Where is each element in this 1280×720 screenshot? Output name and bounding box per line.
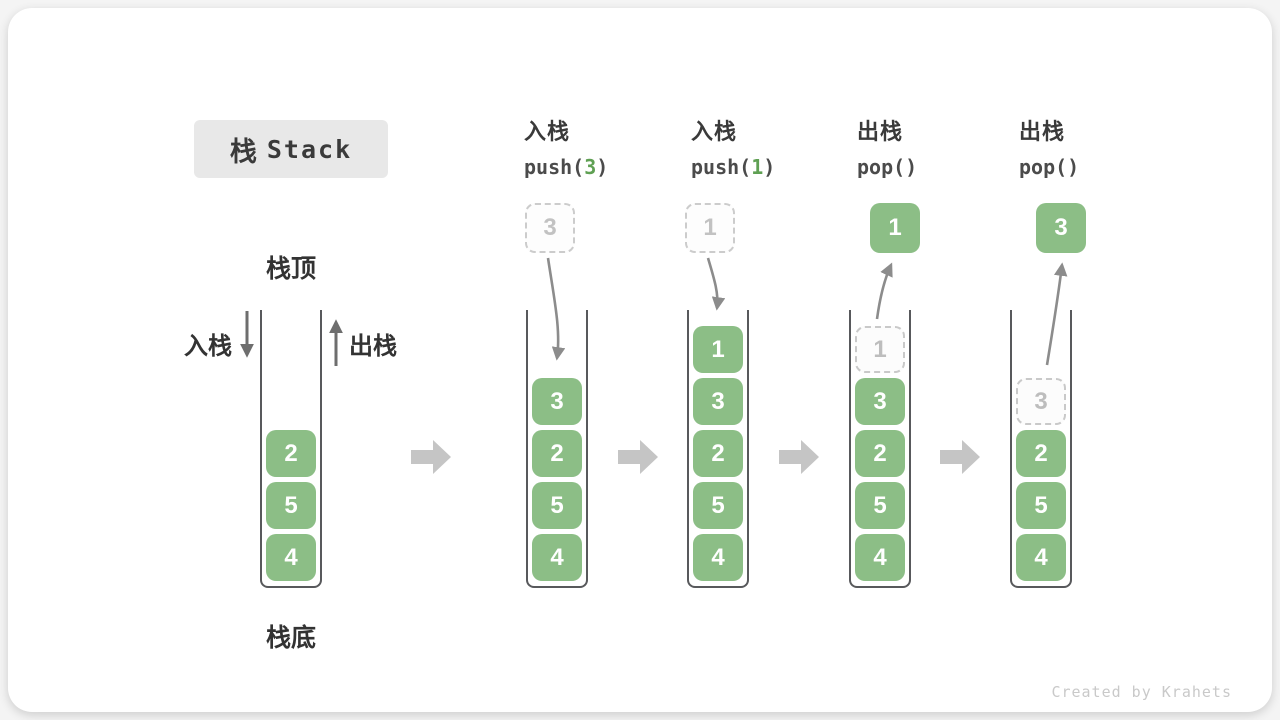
- stack-cell: 2: [532, 430, 582, 477]
- ghost-cell: 1: [855, 326, 905, 373]
- stack-top-label: 栈顶: [265, 255, 316, 283]
- stack-container-1: 2 5 4: [260, 310, 322, 588]
- popped-value-text: 1: [888, 214, 902, 241]
- stack-cell: 2: [1016, 430, 1066, 477]
- op-action-text: 出栈: [1019, 119, 1066, 144]
- code-post: ): [763, 155, 776, 179]
- title-badge: 栈 Stack: [194, 120, 388, 178]
- code-post: ): [596, 155, 609, 179]
- code-arg: 3: [584, 155, 597, 179]
- code-post: ): [1067, 155, 1080, 179]
- pop-side-label: 出栈: [349, 333, 397, 360]
- push-side-label: 入栈: [184, 333, 232, 360]
- stack-cell: 3: [693, 378, 743, 425]
- title-en-text: Stack: [266, 134, 353, 164]
- stack-cell: 2: [266, 430, 316, 477]
- op-code-text: pop(): [857, 155, 917, 179]
- stack-cell: 4: [1016, 534, 1066, 581]
- stack-cell: 4: [855, 534, 905, 581]
- code-pre: pop(: [857, 155, 906, 179]
- arrows-overlay: [240, 257, 1068, 474]
- stack-cell: 2: [693, 430, 743, 477]
- popped-value-text: 3: [1054, 214, 1068, 241]
- op-action-text: 入栈: [524, 119, 571, 144]
- stack-cell: 5: [855, 482, 905, 529]
- stack-container-3: 1 3 2 5 4: [687, 310, 749, 588]
- stack-cell: 5: [693, 482, 743, 529]
- stack-cell: 1: [693, 326, 743, 373]
- diagram-card: 栈 Stack 入栈 push(3) 入栈 push(1) 出栈 pop() 出…: [8, 8, 1272, 712]
- op-label-push-3: 入栈 push(3): [524, 114, 608, 179]
- op-code-text: pop(): [1019, 155, 1079, 179]
- stack-cell: 4: [693, 534, 743, 581]
- stack-cell: 2: [855, 430, 905, 477]
- op-action-text: 入栈: [691, 119, 738, 144]
- op-label-pop-1: 出栈 pop(): [857, 114, 917, 179]
- op-code-text: push(3): [524, 155, 608, 179]
- stack-container-5: 3 2 5 4: [1010, 310, 1072, 588]
- flow-arrow-icon: [940, 440, 980, 474]
- code-pre: push(: [524, 155, 585, 179]
- stack-bottom-label: 栈底: [265, 624, 316, 652]
- op-label-pop-2: 出栈 pop(): [1019, 114, 1079, 179]
- ghost-cell: 3: [1016, 378, 1066, 425]
- incoming-value-box-3: 3: [525, 203, 575, 253]
- watermark: Created by Krahets: [1051, 683, 1232, 701]
- code-pre: push(: [691, 155, 752, 179]
- incoming-value-text: 1: [703, 214, 717, 241]
- op-label-push-1: 入栈 push(1): [691, 114, 775, 179]
- code-arg: 1: [751, 155, 764, 179]
- code-pre: pop(: [1019, 155, 1068, 179]
- push-curve-arrow-icon: [706, 257, 726, 311]
- stack-cell: 3: [855, 378, 905, 425]
- incoming-value-text: 3: [543, 214, 557, 241]
- stack-cell: 4: [266, 534, 316, 581]
- op-action-text: 出栈: [857, 119, 904, 144]
- code-post: ): [905, 155, 918, 179]
- popped-value-box-3: 3: [1036, 203, 1086, 253]
- stack-container-2: 3 2 5 4: [526, 310, 588, 588]
- stack-cell: 5: [532, 482, 582, 529]
- flow-arrow-icon: [779, 440, 819, 474]
- stack-cell: 5: [1016, 482, 1066, 529]
- stack-cell: 3: [532, 378, 582, 425]
- popped-value-box-1: 1: [870, 203, 920, 253]
- op-code-text: push(1): [691, 155, 775, 179]
- flow-arrow-icon: [618, 440, 658, 474]
- stack-container-4: 1 3 2 5 4: [849, 310, 911, 588]
- stack-cell: 4: [532, 534, 582, 581]
- incoming-value-box-1: 1: [685, 203, 735, 253]
- flow-arrow-icon: [411, 440, 451, 474]
- title-zh-text: 栈: [229, 136, 257, 167]
- stack-cell: 5: [266, 482, 316, 529]
